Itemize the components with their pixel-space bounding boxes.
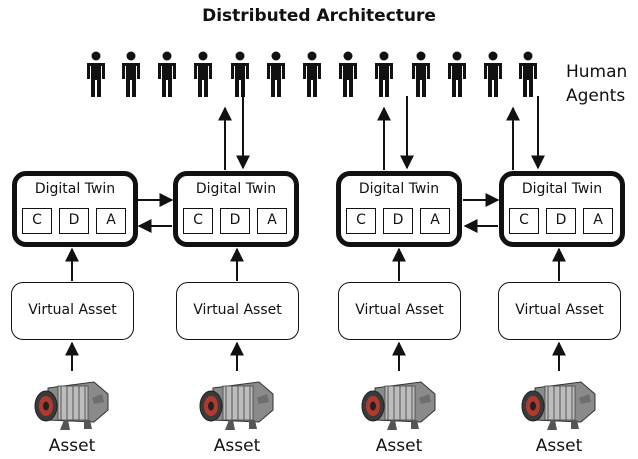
- twin-a-box: A: [583, 208, 613, 234]
- turbine-engine-icon: [521, 381, 596, 430]
- twin-d-box: D: [546, 208, 576, 234]
- twin-c-box: C: [183, 208, 213, 234]
- digital-twin-3: Digital Twin C D A: [336, 171, 462, 247]
- twin-c-box: C: [346, 208, 376, 234]
- digital-twin-title: Digital Twin: [521, 181, 603, 197]
- virtual-asset-label: Virtual Asset: [355, 302, 444, 318]
- twin-a-box: A: [96, 208, 126, 234]
- digital-twin-title: Digital Twin: [358, 181, 440, 197]
- asset-label: Asset: [48, 436, 96, 456]
- asset-label: Asset: [535, 436, 583, 456]
- person-icon: [448, 51, 466, 97]
- twin-c-box: C: [509, 208, 539, 234]
- person-icon: [339, 51, 357, 97]
- virtual-asset-2: Virtual Asset: [176, 282, 299, 340]
- virtual-asset-4: Virtual Asset: [498, 282, 621, 340]
- virtual-asset-label: Virtual Asset: [515, 302, 604, 318]
- diagram-title: Distributed Architecture: [202, 6, 436, 26]
- person-icon: [519, 51, 537, 97]
- person-icon: [412, 51, 430, 97]
- digital-twin-2: Digital Twin C D A: [173, 171, 299, 247]
- human-agents-label-line2: Agents: [566, 86, 626, 106]
- digital-twin-title: Digital Twin: [34, 181, 116, 197]
- asset-label: Asset: [213, 436, 261, 456]
- human-agents-label: Human Agents: [566, 60, 638, 108]
- twin-d-box: D: [220, 208, 250, 234]
- virtual-asset-1: Virtual Asset: [11, 282, 134, 340]
- person-icon: [122, 51, 140, 97]
- twin-d-box: D: [59, 208, 89, 234]
- human-agents-label-line1: Human: [566, 62, 628, 82]
- turbine-engine-icon: [361, 381, 436, 430]
- digital-twin-title: Digital Twin: [195, 181, 277, 197]
- person-icon: [267, 51, 285, 97]
- virtual-asset-label: Virtual Asset: [28, 302, 117, 318]
- virtual-asset-3: Virtual Asset: [338, 282, 461, 340]
- person-icon: [231, 51, 249, 97]
- person-icon: [194, 51, 212, 97]
- twin-c-box: C: [22, 208, 52, 234]
- turbine-engine-icon: [199, 381, 274, 430]
- twin-a-box: A: [257, 208, 287, 234]
- digital-twin-1: Digital Twin C D A: [12, 171, 138, 247]
- person-icon: [158, 51, 176, 97]
- person-icon: [375, 51, 393, 97]
- person-icon: [484, 51, 502, 97]
- turbine-engine-icon: [34, 381, 109, 430]
- twin-a-box: A: [420, 208, 450, 234]
- person-icon: [303, 51, 321, 97]
- virtual-asset-label: Virtual Asset: [193, 302, 282, 318]
- person-icon: [87, 51, 105, 97]
- asset-label: Asset: [375, 436, 423, 456]
- twin-d-box: D: [383, 208, 413, 234]
- human-agents-row: [87, 51, 537, 97]
- digital-twin-4: Digital Twin C D A: [499, 171, 625, 247]
